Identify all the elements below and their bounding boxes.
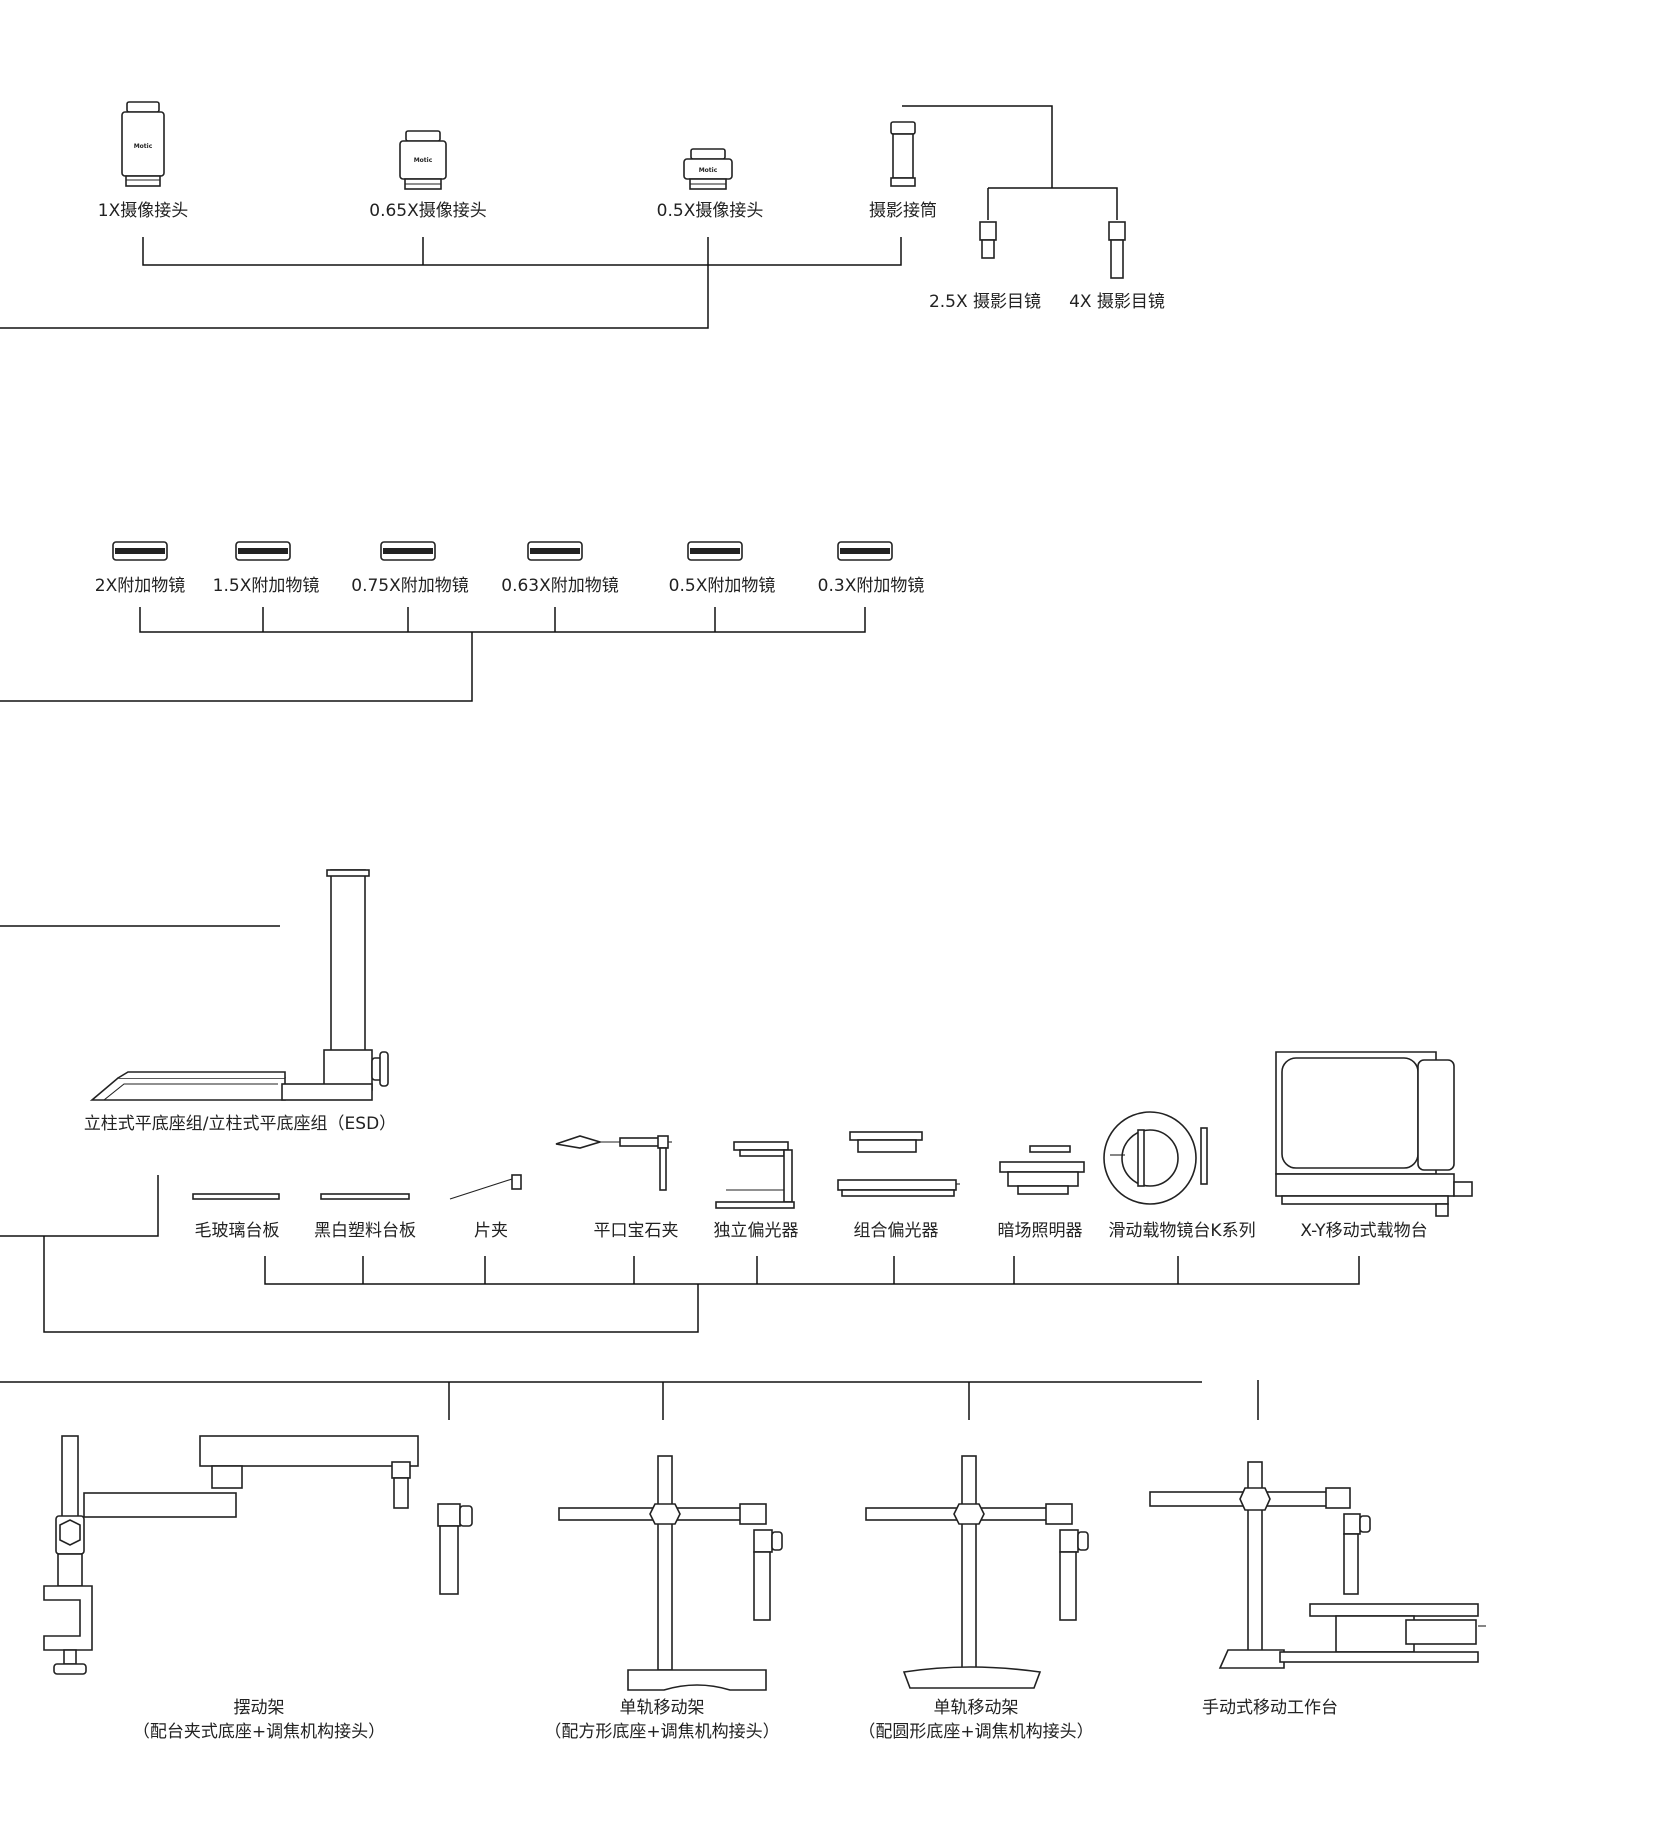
photo-tube: 摄影接筒	[869, 121, 937, 221]
swing-arm-stand-subtitle: （配台夹式底座+调焦机构接头）	[133, 1722, 385, 1742]
camera-adapter-065x-brand: Motic	[414, 157, 433, 164]
combined-polarizer: 组合偏光器	[837, 1131, 960, 1241]
aux-objective-063x: 0.63X附加物镜	[501, 541, 619, 596]
aux-objective-063x-label: 0.63X附加物镜	[501, 576, 619, 596]
single-rail-stand-round: 单轨移动架 （配圆形底座+调焦机构接头）	[858, 1455, 1094, 1742]
frosted-glass-plate: 毛玻璃台板	[192, 1193, 280, 1241]
aux-objective-2x: 2X附加物镜	[95, 541, 185, 596]
swing-arm-stand: 摆动架 （配台夹式底座+调焦机构接头）	[43, 1435, 473, 1742]
darkfield-illuminator: 暗场照明器	[998, 1145, 1085, 1241]
photo-eyepiece-4x: 4X 摄影目镜	[1069, 221, 1165, 312]
camera-adapter-065x-label: 0.65X摄像接头	[369, 201, 487, 221]
aux-objective-05x-label: 0.5X附加物镜	[669, 576, 776, 596]
camera-adapter-05x-label: 0.5X摄像接头	[657, 201, 764, 221]
swing-arm-stand-title: 摆动架	[234, 1698, 285, 1718]
pillar-base-stand: 立柱式平底座组/立柱式平底座组（ESD）	[84, 869, 396, 1134]
aux-objective-2x-label: 2X附加物镜	[95, 576, 185, 596]
pillar-base-stand-label: 立柱式平底座组/立柱式平底座组（ESD）	[84, 1114, 396, 1134]
aux-objective-15x-label: 1.5X附加物镜	[213, 576, 320, 596]
photo-tube-label: 摄影接筒	[869, 201, 937, 221]
single-rail-stand-round-title: 单轨移动架	[934, 1698, 1019, 1718]
single-rail-stand-square-subtitle: （配方形底座+调焦机构接头）	[544, 1722, 779, 1742]
standalone-polarizer-label: 独立偏光器	[714, 1221, 799, 1241]
camera-adapter-05x: Motic 0.5X摄像接头	[657, 148, 764, 221]
camera-adapter-1x-brand: Motic	[134, 143, 153, 150]
aux-objective-05x: 0.5X附加物镜	[669, 541, 776, 596]
sliding-stage-k-series-label: 滑动载物镜台K系列	[1108, 1221, 1255, 1241]
xy-mechanical-stage: X-Y移动式载物台	[1275, 1051, 1473, 1241]
aux-objective-15x: 1.5X附加物镜	[213, 541, 320, 596]
combined-polarizer-label: 组合偏光器	[854, 1221, 939, 1241]
aux-objective-075x-label: 0.75X附加物镜	[351, 576, 469, 596]
single-rail-stand-round-subtitle: （配圆形底座+调焦机构接头）	[858, 1722, 1093, 1742]
frosted-glass-plate-label: 毛玻璃台板	[195, 1221, 280, 1241]
standalone-polarizer: 独立偏光器	[714, 1141, 799, 1241]
slide-clip-label: 片夹	[474, 1221, 508, 1241]
sliding-stage-k-series: 滑动载物镜台K系列	[1103, 1111, 1256, 1241]
photo-eyepiece-25x-label: 2.5X 摄影目镜	[929, 292, 1041, 312]
aux-objective-075x: 0.75X附加物镜	[351, 541, 469, 596]
single-rail-stand-square-title: 单轨移动架	[620, 1698, 705, 1718]
photo-eyepiece-4x-label: 4X 摄影目镜	[1069, 292, 1165, 312]
camera-adapter-1x: Motic 1X摄像接头	[98, 101, 188, 221]
camera-adapter-065x: Motic 0.65X摄像接头	[369, 130, 487, 221]
aux-objective-03x-label: 0.3X附加物镜	[818, 576, 925, 596]
aux-objective-03x: 0.3X附加物镜	[818, 541, 925, 596]
xy-mechanical-stage-label: X-Y移动式载物台	[1300, 1221, 1427, 1241]
slide-clip: 片夹	[449, 1174, 522, 1241]
manual-moving-workstation: 手动式移动工作台	[1149, 1461, 1486, 1718]
black-white-plastic-plate: 黑白塑料台板	[314, 1193, 416, 1241]
manual-moving-workstation-title: 手动式移动工作台	[1202, 1698, 1338, 1718]
gem-clamp: 平口宝石夹	[555, 1135, 679, 1241]
gem-clamp-label: 平口宝石夹	[594, 1221, 679, 1241]
camera-adapter-05x-brand: Motic	[699, 167, 718, 174]
single-rail-stand-square: 单轨移动架 （配方形底座+调焦机构接头）	[544, 1455, 783, 1742]
black-white-plastic-plate-label: 黑白塑料台板	[314, 1221, 416, 1241]
connector-lines	[0, 105, 1360, 1420]
darkfield-illuminator-label: 暗场照明器	[998, 1221, 1083, 1241]
photo-eyepiece-25x: 2.5X 摄影目镜	[929, 221, 1041, 312]
camera-adapter-1x-label: 1X摄像接头	[98, 201, 188, 221]
